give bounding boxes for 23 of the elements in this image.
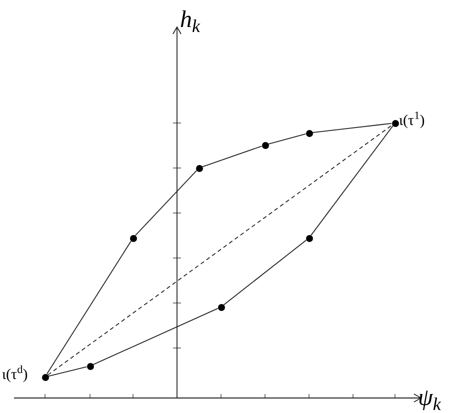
line-segment — [312, 122, 392, 134]
data-point — [196, 164, 202, 172]
data-point — [392, 120, 398, 126]
data-point — [42, 374, 48, 380]
line-segment — [92, 308, 218, 366]
data-point — [86, 362, 94, 370]
axis-label: h$_{k}$ — [180, 6, 200, 38]
data-point — [306, 234, 312, 242]
line-segment — [268, 133, 306, 145]
axis-label: ψ$_{k}$ — [418, 384, 441, 413]
data-point — [130, 234, 136, 242]
dashed-line — [47, 124, 393, 376]
line-segment — [310, 125, 394, 236]
point-label: ι(τ$^{1}$) — [399, 110, 425, 131]
data-point — [262, 142, 268, 148]
line-segment — [134, 170, 198, 236]
line-segment — [48, 366, 88, 377]
data-point — [306, 130, 312, 136]
line-segment — [202, 146, 262, 168]
data-point — [218, 304, 224, 310]
line-segment — [223, 240, 307, 306]
line-segment — [46, 240, 132, 374]
point-label: ι(τ$^{d}$) — [2, 364, 28, 385]
